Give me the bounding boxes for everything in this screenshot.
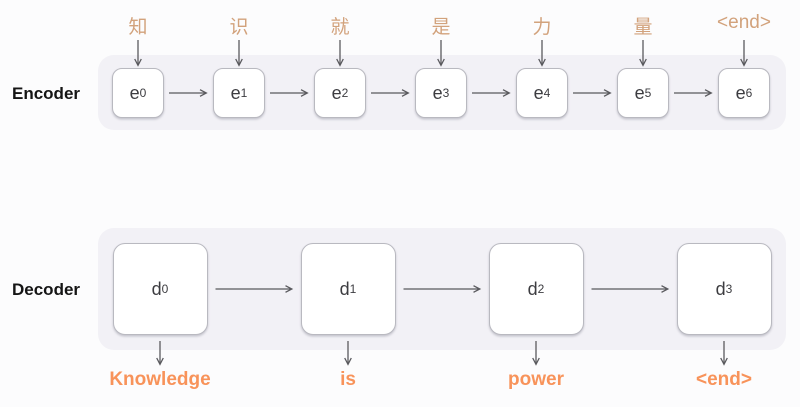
- encoder-cell-subscript: 2: [341, 86, 349, 100]
- encoder-cell-label: e: [432, 82, 443, 103]
- decoder-output-label: power: [508, 369, 564, 390]
- decoder-cell-subscript: 0: [161, 282, 169, 296]
- decoder-label: Decoder: [12, 280, 81, 299]
- encoder-cell-subscript: 4: [543, 86, 551, 100]
- decoder-cell-subscript: 3: [725, 282, 733, 296]
- encoder-cell-subscript: 6: [745, 86, 753, 100]
- decoder-output-label: Knowledge: [109, 369, 211, 390]
- encoder-cell-subscript: 5: [644, 86, 652, 100]
- encoder-input-label: 就: [330, 17, 350, 38]
- encoder-cell-subscript: 0: [139, 86, 147, 100]
- encoder-cell-label: e: [533, 82, 544, 103]
- encoder-cell-label: e: [331, 82, 342, 103]
- encoder-input-label: 是: [431, 17, 451, 38]
- encoder-cell-label: e: [735, 82, 746, 103]
- encoder-input-label: <end>: [717, 12, 771, 33]
- decoder-cell-subscript: 1: [349, 282, 357, 296]
- encoder-input-label: 知: [128, 17, 148, 38]
- encoder-input-label: 力: [532, 17, 552, 38]
- encoder-label: Encoder: [12, 84, 81, 103]
- encoder-cell-label: e: [230, 82, 241, 103]
- decoder-cell-subscript: 2: [537, 282, 545, 296]
- encoder-cell-subscript: 1: [240, 86, 248, 100]
- decoder-output-label: <end>: [696, 369, 752, 390]
- encoder-cell-label: e: [634, 82, 645, 103]
- encoder-cell-label: e: [129, 82, 140, 103]
- decoder-cell-label: d: [151, 278, 162, 299]
- encoder-input-label: 量: [633, 17, 653, 38]
- decoder-output-label: is: [340, 369, 356, 390]
- decoder-cell-label: d: [527, 278, 538, 299]
- decoder-cell-label: d: [715, 278, 726, 299]
- encoder-input-label: 识: [229, 17, 249, 38]
- decoder-cell-label: d: [339, 278, 350, 299]
- encoder-cell-subscript: 3: [442, 86, 450, 100]
